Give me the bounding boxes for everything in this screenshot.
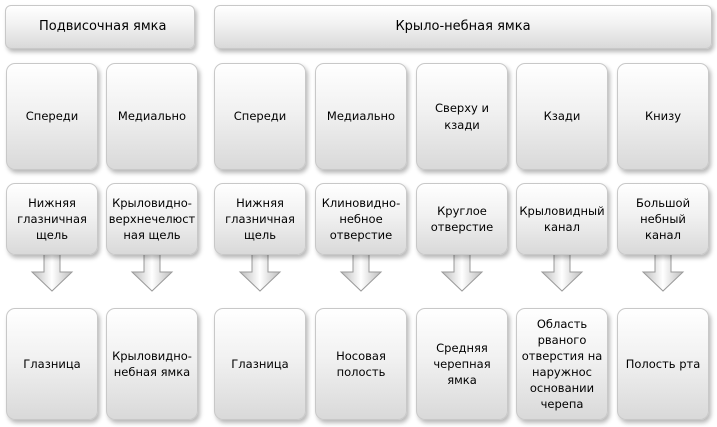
direction-box-label: Кзади: [543, 109, 581, 124]
direction-box-label: Спереди: [25, 109, 79, 124]
opening-box-label: Крыловидный канал: [519, 203, 605, 234]
down-arrow-icon: [540, 250, 584, 292]
opening-box: Клиновидно- небное отверстие: [315, 183, 407, 255]
down-arrow-icon: [641, 250, 685, 292]
header-infratemporal-fossa: Подвисочная ямка: [5, 5, 195, 49]
opening-box: Крыловидно- верхнечелюст ная щель: [106, 183, 198, 255]
destination-box: Глазница: [214, 308, 306, 420]
destination-box-label: Крыловидно- небная ямка: [112, 348, 192, 379]
opening-box: Нижняя глазничная щель: [6, 183, 98, 255]
down-arrow-icon: [130, 250, 174, 292]
down-arrow-icon: [238, 250, 282, 292]
down-arrow-icon: [339, 250, 383, 292]
direction-box: Спереди: [214, 63, 306, 170]
direction-box-label: Медиально: [326, 109, 396, 124]
destination-box: Глазница: [6, 308, 98, 420]
opening-box: Нижняя глазничная щель: [214, 183, 306, 255]
direction-box-label: Спереди: [233, 109, 287, 124]
direction-box: Медиально: [315, 63, 407, 170]
direction-box-label: Книзу: [644, 109, 682, 124]
direction-box: Сверху и кзади: [416, 63, 508, 170]
destination-box-label: Область рваного отверстия на наружнос ос…: [521, 316, 603, 412]
destination-box-label: Глазница: [23, 356, 81, 371]
destination-box-label: Носовая полость: [336, 348, 386, 379]
direction-box-label: Сверху и кзади: [435, 101, 489, 132]
destination-box-label: Средняя черепная ямка: [433, 340, 491, 388]
direction-box: Кзади: [516, 63, 608, 170]
header-pterygopalatine-fossa: Крыло-небная ямка: [214, 5, 712, 49]
opening-box: Крыловидный канал: [516, 183, 608, 255]
header-infratemporal-label: Подвисочная ямка: [39, 18, 167, 34]
destination-box-label: Полость рта: [625, 356, 701, 371]
direction-box: Медиально: [106, 63, 198, 170]
direction-box: Книзу: [617, 63, 709, 170]
destination-box: Полость рта: [617, 308, 709, 420]
opening-box-label: Крыловидно- верхнечелюст ная щель: [108, 195, 196, 243]
down-arrow-icon: [30, 250, 74, 292]
destination-box: Носовая полость: [315, 308, 407, 420]
destination-box: Область рваного отверстия на наружнос ос…: [516, 308, 608, 420]
direction-box: Спереди: [6, 63, 98, 170]
header-pterygopalatine-label: Крыло-небная ямка: [395, 18, 531, 34]
destination-box-label: Глазница: [231, 356, 289, 371]
opening-box: Круглое отверстие: [416, 183, 508, 255]
opening-box-label: Круглое отверстие: [430, 203, 494, 234]
destination-box: Средняя черепная ямка: [416, 308, 508, 420]
opening-box-label: Нижняя глазничная щель: [17, 195, 87, 243]
down-arrow-icon: [440, 250, 484, 292]
direction-box-label: Медиально: [117, 109, 187, 124]
destination-box: Крыловидно- небная ямка: [106, 308, 198, 420]
opening-box-label: Клиновидно- небное отверстие: [321, 195, 401, 243]
opening-box: Большой небный канал: [617, 183, 709, 255]
opening-box-label: Нижняя глазничная щель: [225, 195, 295, 243]
opening-box-label: Большой небный канал: [635, 195, 691, 243]
